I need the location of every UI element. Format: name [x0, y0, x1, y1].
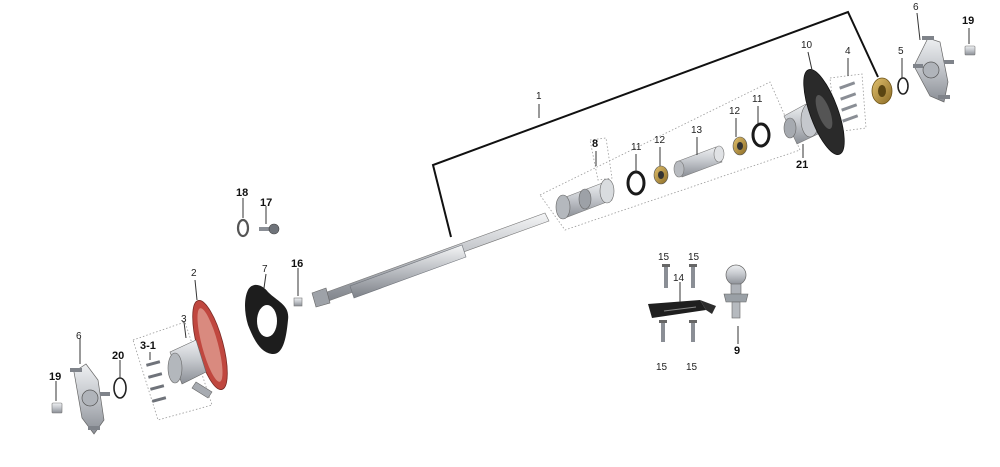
bolt-set-4: [839, 81, 859, 123]
bearing-holder-6-right: [913, 36, 954, 103]
group-box-8: [589, 137, 613, 181]
callout-11-right: 11: [752, 94, 763, 105]
callout-20: 20: [112, 350, 124, 362]
brake-disc-10: [803, 69, 845, 155]
callout-14: 14: [673, 273, 685, 284]
callout-15-bl: 15: [656, 362, 668, 373]
callout-19-left: 19: [49, 371, 61, 383]
sprocket-hub-3: [167, 339, 213, 399]
leader-lines: [55, 12, 970, 401]
mount-bracket-14: [648, 300, 716, 318]
bearing-carrier-8: [555, 178, 615, 220]
bearing-holder-6-left: [70, 363, 110, 435]
callout-6-right: 6: [913, 2, 919, 13]
callout-13: 13: [691, 125, 703, 136]
o-ring-11-right: [751, 122, 771, 148]
spacer-16: [293, 297, 303, 307]
callout-5: 5: [898, 46, 904, 57]
callout-3: 3: [181, 314, 187, 325]
callout-7: 7: [262, 264, 268, 275]
callout-6-left: 6: [76, 331, 82, 342]
chain-guide-7: [245, 284, 289, 355]
bearing-12-left: [653, 165, 669, 185]
cap-19-left: [51, 402, 63, 414]
assembly-bracket-1: [431, 10, 879, 238]
washer-18: [236, 218, 250, 238]
callout-9: 9: [734, 345, 740, 357]
bearing-12-right: [732, 136, 748, 156]
callout-12-left: 12: [654, 135, 666, 146]
axle-shaft: [311, 212, 550, 308]
bolt-17: [259, 223, 280, 235]
callout-2: 2: [191, 268, 197, 279]
screw-15-tl: [662, 264, 670, 288]
spacer-tube-13: [673, 145, 725, 178]
callout-1: 1: [536, 91, 542, 102]
bolt-set-3-1: [145, 360, 167, 403]
cap-19-right: [964, 45, 976, 56]
axle-nut-brass: [871, 77, 893, 105]
callout-10: 10: [801, 40, 813, 51]
screw-15-bl: [659, 320, 667, 342]
callout-15-tr: 15: [688, 252, 700, 263]
o-ring-11-left: [626, 170, 646, 196]
screw-15-br: [689, 320, 697, 342]
o-ring-20: [113, 377, 127, 399]
callout-4: 4: [845, 46, 851, 57]
callout-12-right: 12: [729, 106, 741, 117]
ball-joint-9: [723, 264, 749, 319]
callout-15-tl: 15: [658, 252, 670, 263]
callout-19-right: 19: [962, 15, 974, 27]
callout-17: 17: [260, 197, 272, 209]
o-ring-5: [897, 77, 909, 95]
callout-21: 21: [796, 159, 808, 171]
callout-16: 16: [291, 258, 303, 270]
brake-hub-21: [783, 102, 820, 145]
callout-18: 18: [236, 187, 248, 199]
callout-11-left: 11: [631, 142, 642, 153]
callout-3-1: 3-1: [140, 340, 156, 352]
group-box-4: [829, 73, 867, 133]
callout-labels: 1 8 11 12 13 12 11 10 4 5 6 19 21 18 17 …: [49, 2, 974, 383]
callout-15-br: 15: [686, 362, 698, 373]
callout-8: 8: [592, 138, 598, 150]
screw-15-tr: [689, 264, 697, 288]
